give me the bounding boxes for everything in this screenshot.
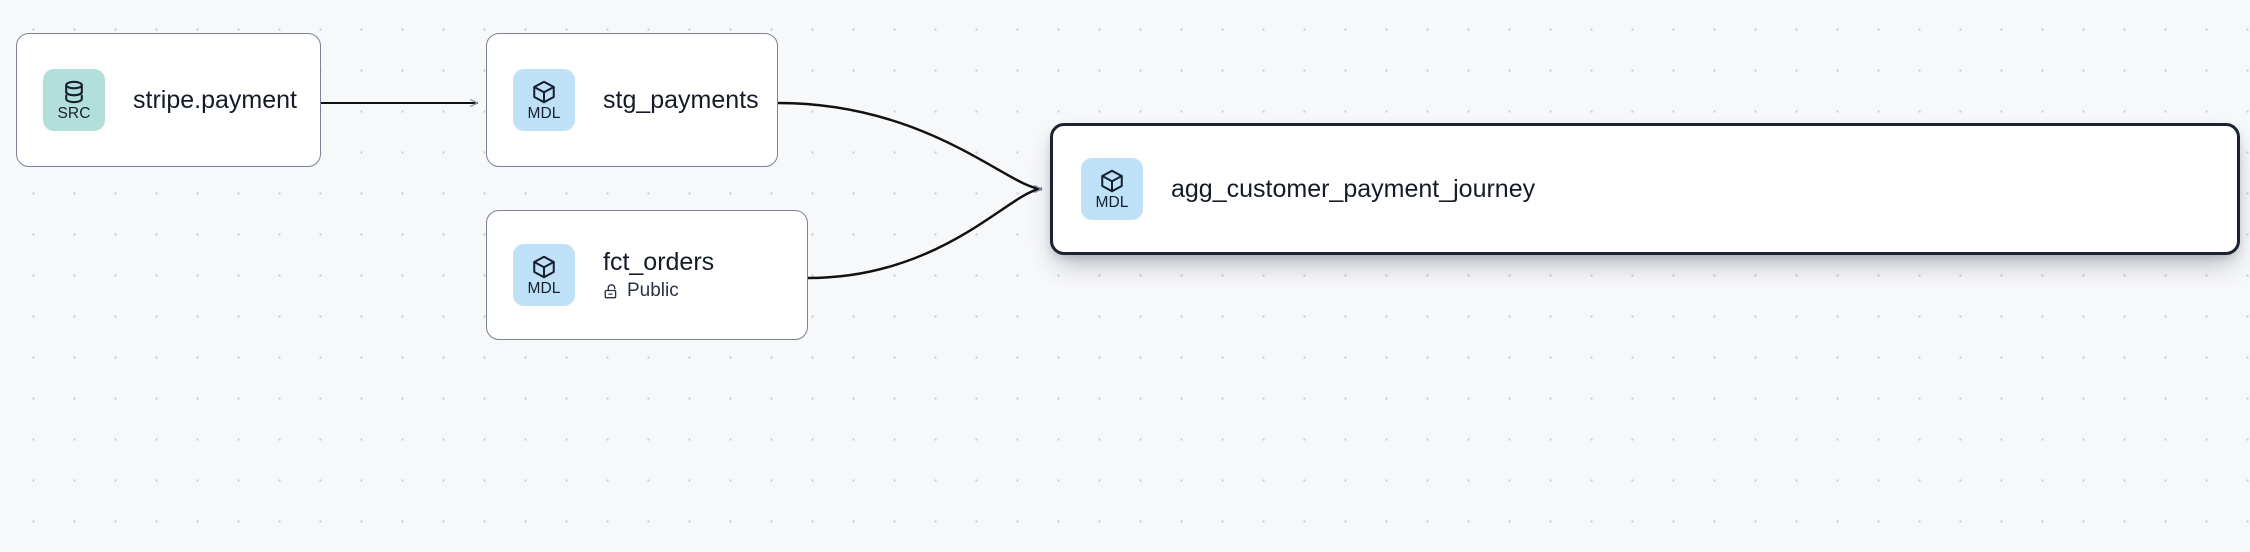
badge-label: MDL [1095,193,1129,211]
node-title: fct_orders [603,248,715,277]
database-icon [61,79,87,105]
badge-label: MDL [527,104,561,122]
model-badge: MDL [1081,158,1143,220]
node-stg-payments[interactable]: MDL stg_payments [486,33,778,167]
cube-icon [531,254,557,280]
visibility-label: Public [627,280,679,302]
node-body: agg_customer_payment_journey [1171,175,1535,203]
unlock-icon [603,283,620,300]
model-badge: MDL [513,244,575,306]
edge-fct-orders-to-agg-journey [807,185,1043,280]
model-badge: MDL [513,69,575,131]
node-body: stg_payments [603,86,759,114]
node-visibility: Public [603,280,714,302]
badge-label: SRC [57,104,91,122]
node-fct-orders[interactable]: MDL fct_orders Public [486,210,808,340]
node-title: stripe.payment [133,86,297,114]
edge-stg-payments-to-agg-journey [777,101,1043,193]
badge-label: MDL [527,279,561,297]
cube-icon [1099,168,1125,194]
node-title: stg_payments [603,86,759,114]
node-stripe-payment[interactable]: SRC stripe.payment [16,33,321,167]
node-agg-customer-payment-journey[interactable]: MDL agg_customer_payment_journey [1050,123,2240,255]
cube-icon [531,79,557,105]
node-title: agg_customer_payment_journey [1171,175,1536,203]
source-badge: SRC [43,69,105,131]
node-body: stripe.payment [133,86,297,114]
node-body: fct_orders Public [603,248,714,302]
